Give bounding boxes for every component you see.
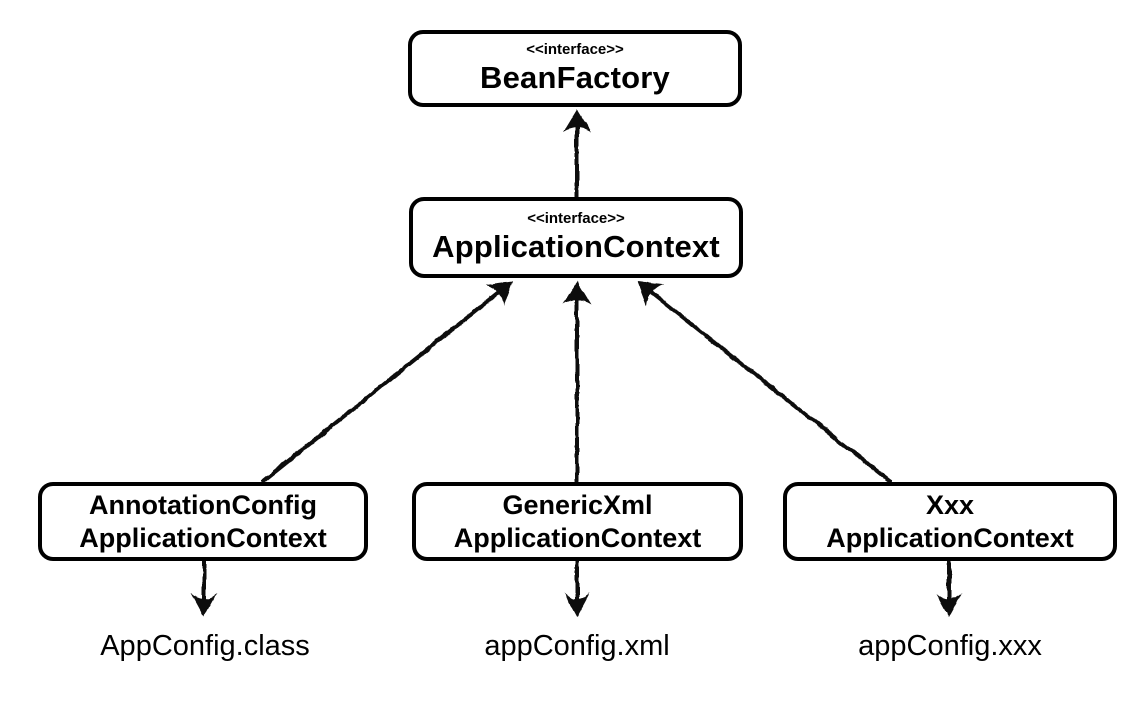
inheritance-arrow-annotationconfig-to-applicationcontext-icon [261, 281, 513, 483]
inheritance-arrow-xxx-to-applicationcontext-icon [637, 281, 892, 483]
xxx-name-line1: Xxx [925, 489, 975, 520]
annotationconfig-name-line2: ApplicationContext [79, 522, 327, 553]
xxx-name-line2: ApplicationContext [826, 522, 1074, 553]
uses-arrow-xxx-to-appconfig-xxx-icon [936, 558, 962, 617]
inheritance-arrow-applicationcontext-to-beanfactory-icon [563, 109, 591, 198]
artifact-label-appconfig-xml: appConfig.xml [484, 630, 670, 662]
artifact-label-appconfig-xxx: appConfig.xxx [858, 630, 1042, 662]
artifact-label-appconfig-class: AppConfig.class [100, 630, 310, 662]
node-genericxml-applicationcontext: GenericXml ApplicationContext [412, 482, 743, 561]
uses-arrow-annotationconfig-to-appconfig-class-icon [191, 558, 217, 617]
applicationcontext-stereotype-label: <<interface>> [527, 209, 625, 227]
genericxml-name-line2: ApplicationContext [453, 522, 702, 553]
inheritance-arrow-genericxml-to-applicationcontext-icon [563, 281, 591, 483]
beanfactory-stereotype-label: <<interface>> [526, 40, 624, 58]
genericxml-name-line1: GenericXml [502, 489, 653, 520]
applicationcontext-name-label: ApplicationContext [432, 228, 720, 264]
node-applicationcontext: <<interface>> ApplicationContext [409, 197, 743, 278]
annotationconfig-name-line1: AnnotationConfig [89, 489, 317, 520]
uses-arrow-genericxml-to-appconfig-xml-icon [564, 558, 590, 617]
node-annotationconfig-applicationcontext: AnnotationConfig ApplicationContext [38, 482, 368, 561]
node-xxx-applicationcontext: Xxx ApplicationContext [783, 482, 1117, 561]
beanfactory-name-label: BeanFactory [480, 59, 670, 95]
node-beanfactory: <<interface>> BeanFactory [408, 30, 742, 107]
